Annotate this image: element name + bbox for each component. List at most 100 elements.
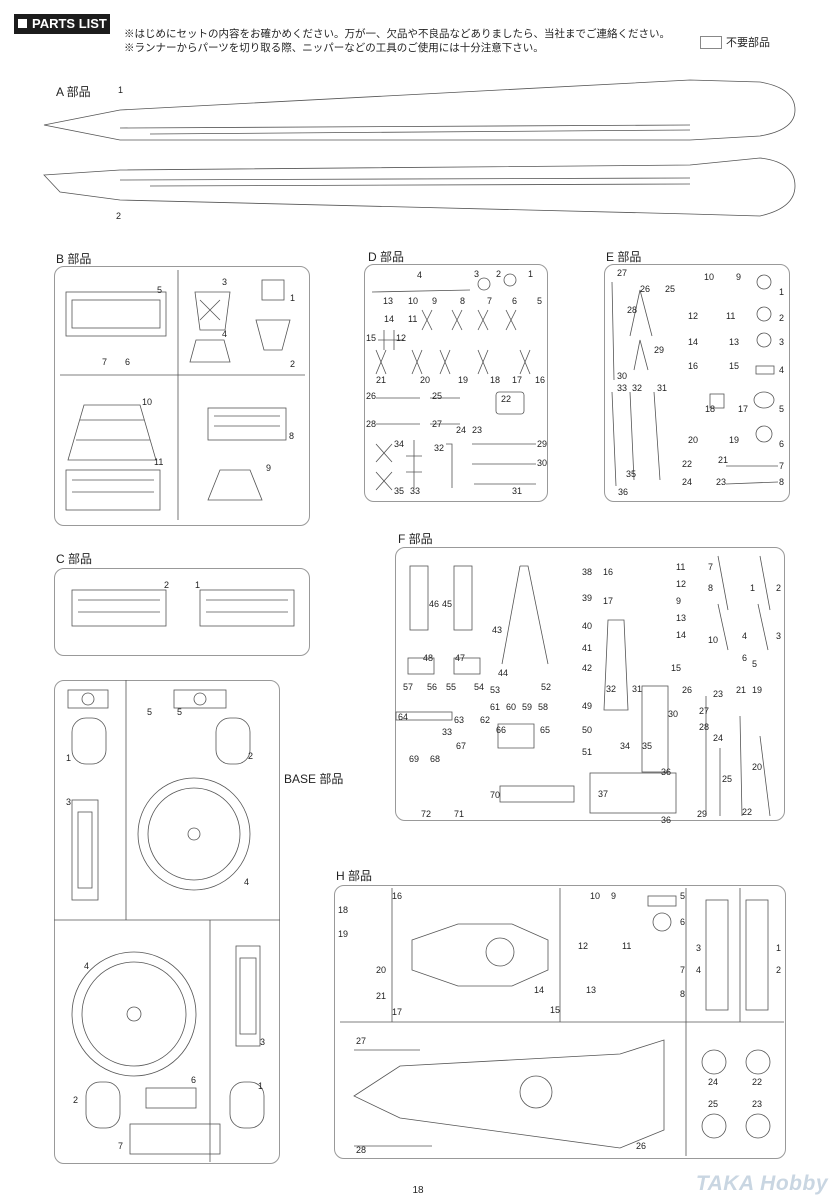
part-number: 13 [383, 296, 394, 306]
part-number: 11 [408, 314, 418, 324]
section-b-title: B 部品 [56, 252, 92, 266]
part-number: 66 [496, 725, 507, 735]
part-number: 65 [540, 725, 551, 735]
part-number: 10 [704, 272, 715, 282]
part-number: 8 [460, 296, 466, 306]
part-number: 6 [680, 917, 686, 927]
part-number: 17 [392, 1007, 403, 1017]
part-number: 33 [617, 383, 628, 393]
part-number: 6 [191, 1075, 197, 1085]
part-number: 43 [492, 625, 503, 635]
part-number: 34 [394, 439, 405, 449]
part-number: 32 [434, 443, 445, 453]
part-number: 30 [537, 458, 548, 468]
section-a-title: A 部品 [56, 85, 91, 99]
part-number: 29 [697, 809, 708, 819]
part-number: 5 [157, 285, 163, 295]
part-number: 54 [474, 682, 485, 692]
part-number: 2 [776, 583, 782, 593]
part-number: 28 [627, 305, 638, 315]
section-f-title: F 部品 [398, 532, 433, 546]
part-number: 11 [154, 457, 164, 467]
part-number: 23 [713, 689, 724, 699]
part-number: 17 [738, 404, 749, 414]
part-number: 35 [642, 741, 653, 751]
part-number: 1 [779, 287, 785, 297]
legend-label: 不要部品 [726, 37, 770, 49]
part-number: 2 [776, 965, 782, 975]
part-number: 45 [442, 599, 453, 609]
part-number: 2 [164, 580, 170, 590]
part-number: 8 [779, 477, 785, 487]
part-number: 28 [356, 1145, 367, 1155]
part-number: 20 [376, 965, 387, 975]
part-number: 26 [640, 284, 651, 294]
header-square-icon [18, 19, 27, 28]
part-number: 23 [752, 1099, 763, 1109]
part-number: 2 [116, 211, 122, 221]
part-number: 20 [752, 762, 763, 772]
part-number: 13 [676, 613, 687, 623]
part-number: 35 [394, 486, 405, 496]
part-number: 22 [742, 807, 753, 817]
part-number: 14 [688, 337, 699, 347]
part-number: 27 [432, 419, 443, 429]
part-number: 12 [396, 333, 407, 343]
part-number: 47 [455, 653, 466, 663]
part-number: 4 [222, 329, 228, 339]
part-number: 3 [779, 337, 785, 347]
part-number: 10 [408, 296, 419, 306]
part-number: 53 [490, 685, 501, 695]
part-number: 17 [512, 375, 523, 385]
part-number: 1 [750, 583, 756, 593]
part-number: 35 [626, 469, 637, 479]
part-number: 1 [66, 753, 72, 763]
part-number: 4 [779, 365, 785, 375]
part-number: 71 [454, 809, 465, 819]
part-number: 59 [522, 702, 533, 712]
part-number: 5 [680, 891, 686, 901]
part-number: 4 [84, 961, 90, 971]
panel-e [604, 264, 790, 502]
part-number: 15 [729, 361, 740, 371]
part-number: 13 [729, 337, 740, 347]
part-number: 19 [458, 375, 469, 385]
part-number: 24 [682, 477, 693, 487]
part-number: 15 [671, 663, 682, 673]
part-number: 11 [676, 562, 686, 572]
part-number: 5 [177, 707, 183, 717]
part-number: 8 [289, 431, 295, 441]
section-e-title: E 部品 [606, 250, 642, 264]
part-number: 42 [582, 663, 593, 673]
part-number: 9 [266, 463, 272, 473]
part-number: 17 [603, 596, 614, 606]
part-number: 5 [779, 404, 785, 414]
part-number: 61 [490, 702, 501, 712]
part-number: 44 [498, 668, 509, 678]
part-number: 21 [376, 991, 387, 1001]
part-number: 4 [696, 965, 702, 975]
part-number: 19 [752, 685, 763, 695]
part-number: 2 [248, 751, 254, 761]
part-number: 12 [676, 579, 687, 589]
part-number: 64 [398, 712, 409, 722]
part-number: 9 [736, 272, 742, 282]
part-number: 19 [729, 435, 740, 445]
part-number: 32 [606, 684, 617, 694]
part-number: 25 [665, 284, 676, 294]
part-number: 2 [290, 359, 296, 369]
part-number: 18 [705, 404, 716, 414]
part-number: 69 [409, 754, 420, 764]
part-number: 12 [688, 311, 699, 321]
part-number: 2 [496, 269, 502, 279]
part-number: 22 [682, 459, 693, 469]
legend-swatch [700, 36, 722, 49]
part-number: 40 [582, 621, 593, 631]
part-number: 1 [118, 85, 124, 95]
part-number: 10 [142, 397, 153, 407]
part-number: 46 [429, 599, 440, 609]
part-number: 12 [578, 941, 589, 951]
part-number: 32 [632, 383, 643, 393]
part-number: 33 [442, 727, 453, 737]
